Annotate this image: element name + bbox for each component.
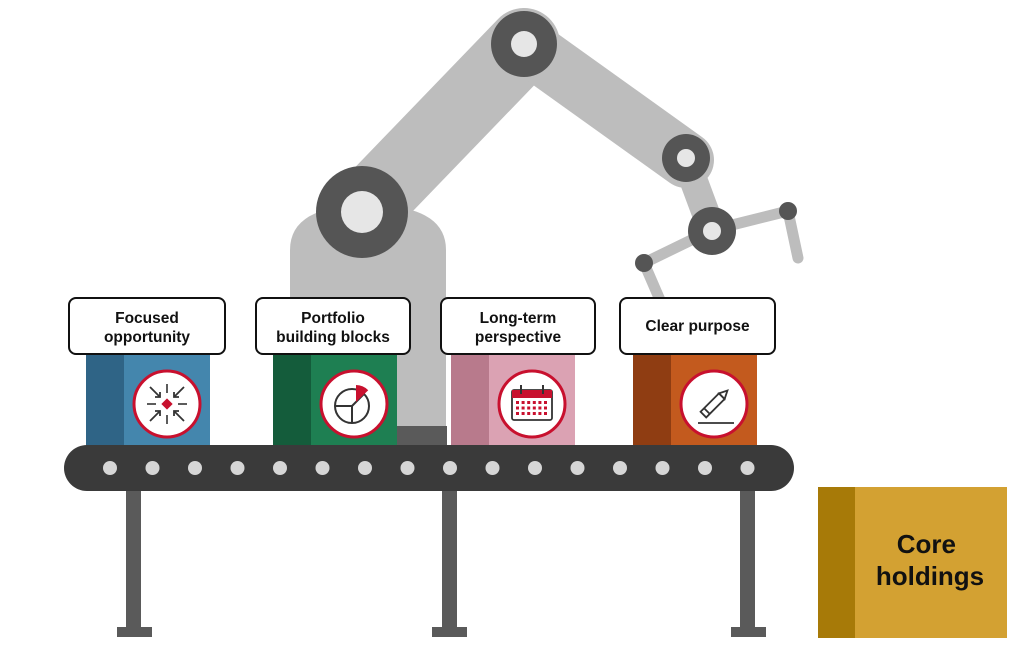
core-holdings-box-front xyxy=(855,487,1007,638)
robot-arm-forearm-segment xyxy=(496,16,714,188)
core-holdings-label: Core holdings xyxy=(876,529,984,591)
box-label-background xyxy=(255,297,411,355)
pencil-icon xyxy=(679,369,749,439)
box-side xyxy=(451,352,491,450)
box-label-background xyxy=(440,297,596,355)
box-label-line: Clear purpose xyxy=(645,318,750,335)
shoulder-joint-core xyxy=(341,191,383,233)
conveyor-roller xyxy=(740,461,755,475)
box-label-line: Long-term xyxy=(480,310,557,327)
hand-joint-core xyxy=(703,222,721,240)
box-3: Long-term perspective xyxy=(440,297,596,450)
box-label: Clear purpose xyxy=(645,318,750,335)
boxes-layer: Focused opportunity Portfolio building bloc… xyxy=(68,297,776,450)
conveyor-leg-middle xyxy=(442,490,457,630)
conveyor-leg-left xyxy=(126,490,141,630)
conveyor-roller xyxy=(613,461,627,475)
box-side xyxy=(633,352,673,450)
box-label-line: Focused xyxy=(115,310,179,327)
box-side xyxy=(86,352,126,450)
converge-arrows-icon xyxy=(132,369,202,439)
box-label: Long-term perspective xyxy=(475,310,562,346)
core-holdings-box: Core holdings xyxy=(818,487,1007,638)
conveyor-roller xyxy=(358,461,372,475)
conveyor-belt xyxy=(64,445,794,491)
box-label-line: opportunity xyxy=(104,329,190,346)
conveyor-roller xyxy=(145,461,160,475)
conveyor-foot-middle xyxy=(432,627,467,637)
box-label-background xyxy=(68,297,226,355)
box-label-background xyxy=(619,297,776,355)
conveyor-leg-right xyxy=(740,490,755,630)
conveyor-roller xyxy=(443,461,457,475)
elbow-joint-core xyxy=(511,31,537,57)
conveyor-roller xyxy=(230,461,245,475)
conveyor-roller xyxy=(485,461,500,475)
conveyor-roller xyxy=(570,461,585,475)
core-holdings-box-side xyxy=(818,487,856,638)
calendar-icon xyxy=(497,369,567,439)
box-label-line: building blocks xyxy=(276,329,390,346)
box-label-line: perspective xyxy=(475,329,562,346)
conveyor-roller xyxy=(655,461,670,475)
conveyor-roller xyxy=(315,461,330,475)
box-1: Focused opportunity xyxy=(68,297,226,450)
conveyor-foot-right xyxy=(731,627,766,637)
gripper-right-joint xyxy=(779,202,797,220)
box-side xyxy=(273,352,313,450)
pie-chart-icon xyxy=(319,369,389,439)
conveyor-roller xyxy=(528,461,542,475)
conveyor xyxy=(64,445,794,637)
box-label-line: Portfolio xyxy=(301,310,365,327)
wrist-joint-core xyxy=(677,149,695,167)
box-label: Focused opportunity xyxy=(104,310,190,346)
conveyor-roller xyxy=(698,461,712,475)
conveyor-roller xyxy=(273,461,287,475)
conveyor-roller xyxy=(103,461,117,475)
box-4: Clear purpose xyxy=(619,297,776,450)
conveyor-foot-left xyxy=(117,627,152,637)
gripper-left-joint xyxy=(635,254,653,272)
conveyor-rollers xyxy=(103,461,755,475)
box-label: Portfolio building blocks xyxy=(276,310,390,346)
box-2: Portfolio building blocks xyxy=(255,297,411,450)
conveyor-roller xyxy=(188,461,202,475)
conveyor-roller xyxy=(400,461,415,475)
core-holdings-label-line-2: holdings xyxy=(876,561,984,591)
core-holdings-label-line-1: Core xyxy=(897,529,956,559)
